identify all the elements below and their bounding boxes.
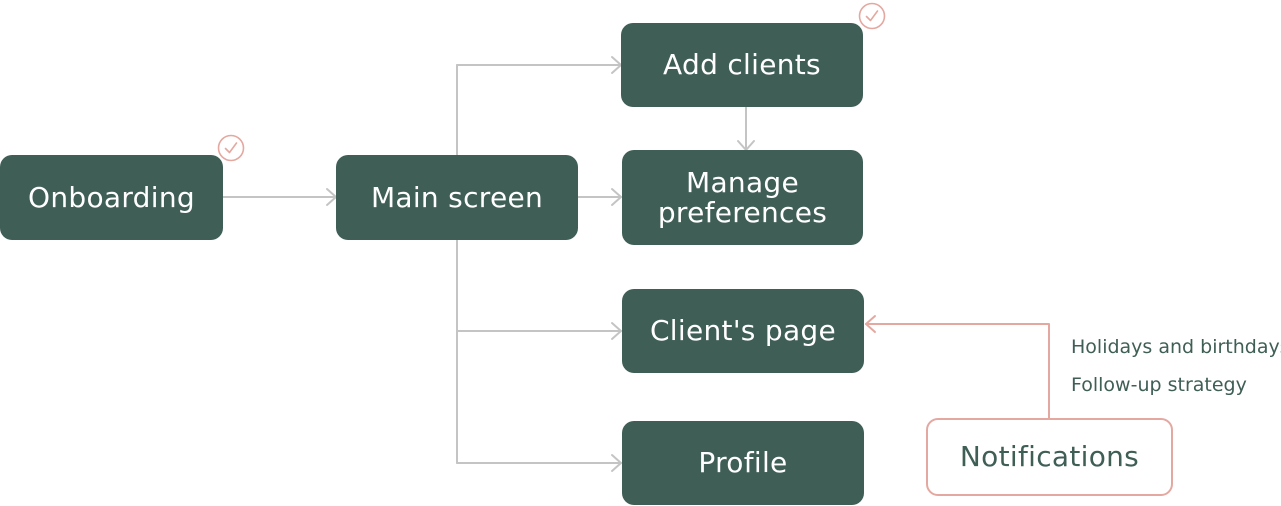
notifications-node: Notifications	[926, 418, 1173, 496]
onboarding-label: Onboarding	[28, 180, 195, 214]
check-circle-icon	[217, 134, 245, 162]
add-clients-label: Add clients	[663, 48, 821, 81]
manage-preferences-node: Manage preferences	[622, 150, 863, 245]
profile-node: Profile	[622, 421, 864, 505]
clients-page-label: Client's page	[649, 314, 837, 347]
arrowhead-notifications	[865, 315, 876, 333]
notification-item-follow-up: Follow-up strategy	[1071, 374, 1247, 396]
manage-preferences-label: Manage preferences	[657, 165, 828, 229]
add-clients-node: Add clients	[621, 23, 863, 107]
notification-item-holidays: Holidays and birthdays	[1071, 336, 1281, 358]
arrowhead-profile	[611, 454, 622, 472]
arrowhead-clients-page	[611, 322, 622, 340]
connector-notifications-to-clients-page	[865, 323, 1050, 419]
clients-page-node: Client's page	[622, 289, 864, 373]
profile-label: Profile	[698, 446, 788, 479]
check-circle-icon	[858, 2, 886, 30]
main-screen-node: Main screen	[336, 155, 578, 240]
main-screen-label: Main screen	[370, 180, 544, 214]
notifications-label: Notifications	[959, 440, 1140, 473]
onboarding-node: Onboarding	[0, 155, 223, 240]
arrowhead-manage-preferences	[611, 188, 622, 206]
